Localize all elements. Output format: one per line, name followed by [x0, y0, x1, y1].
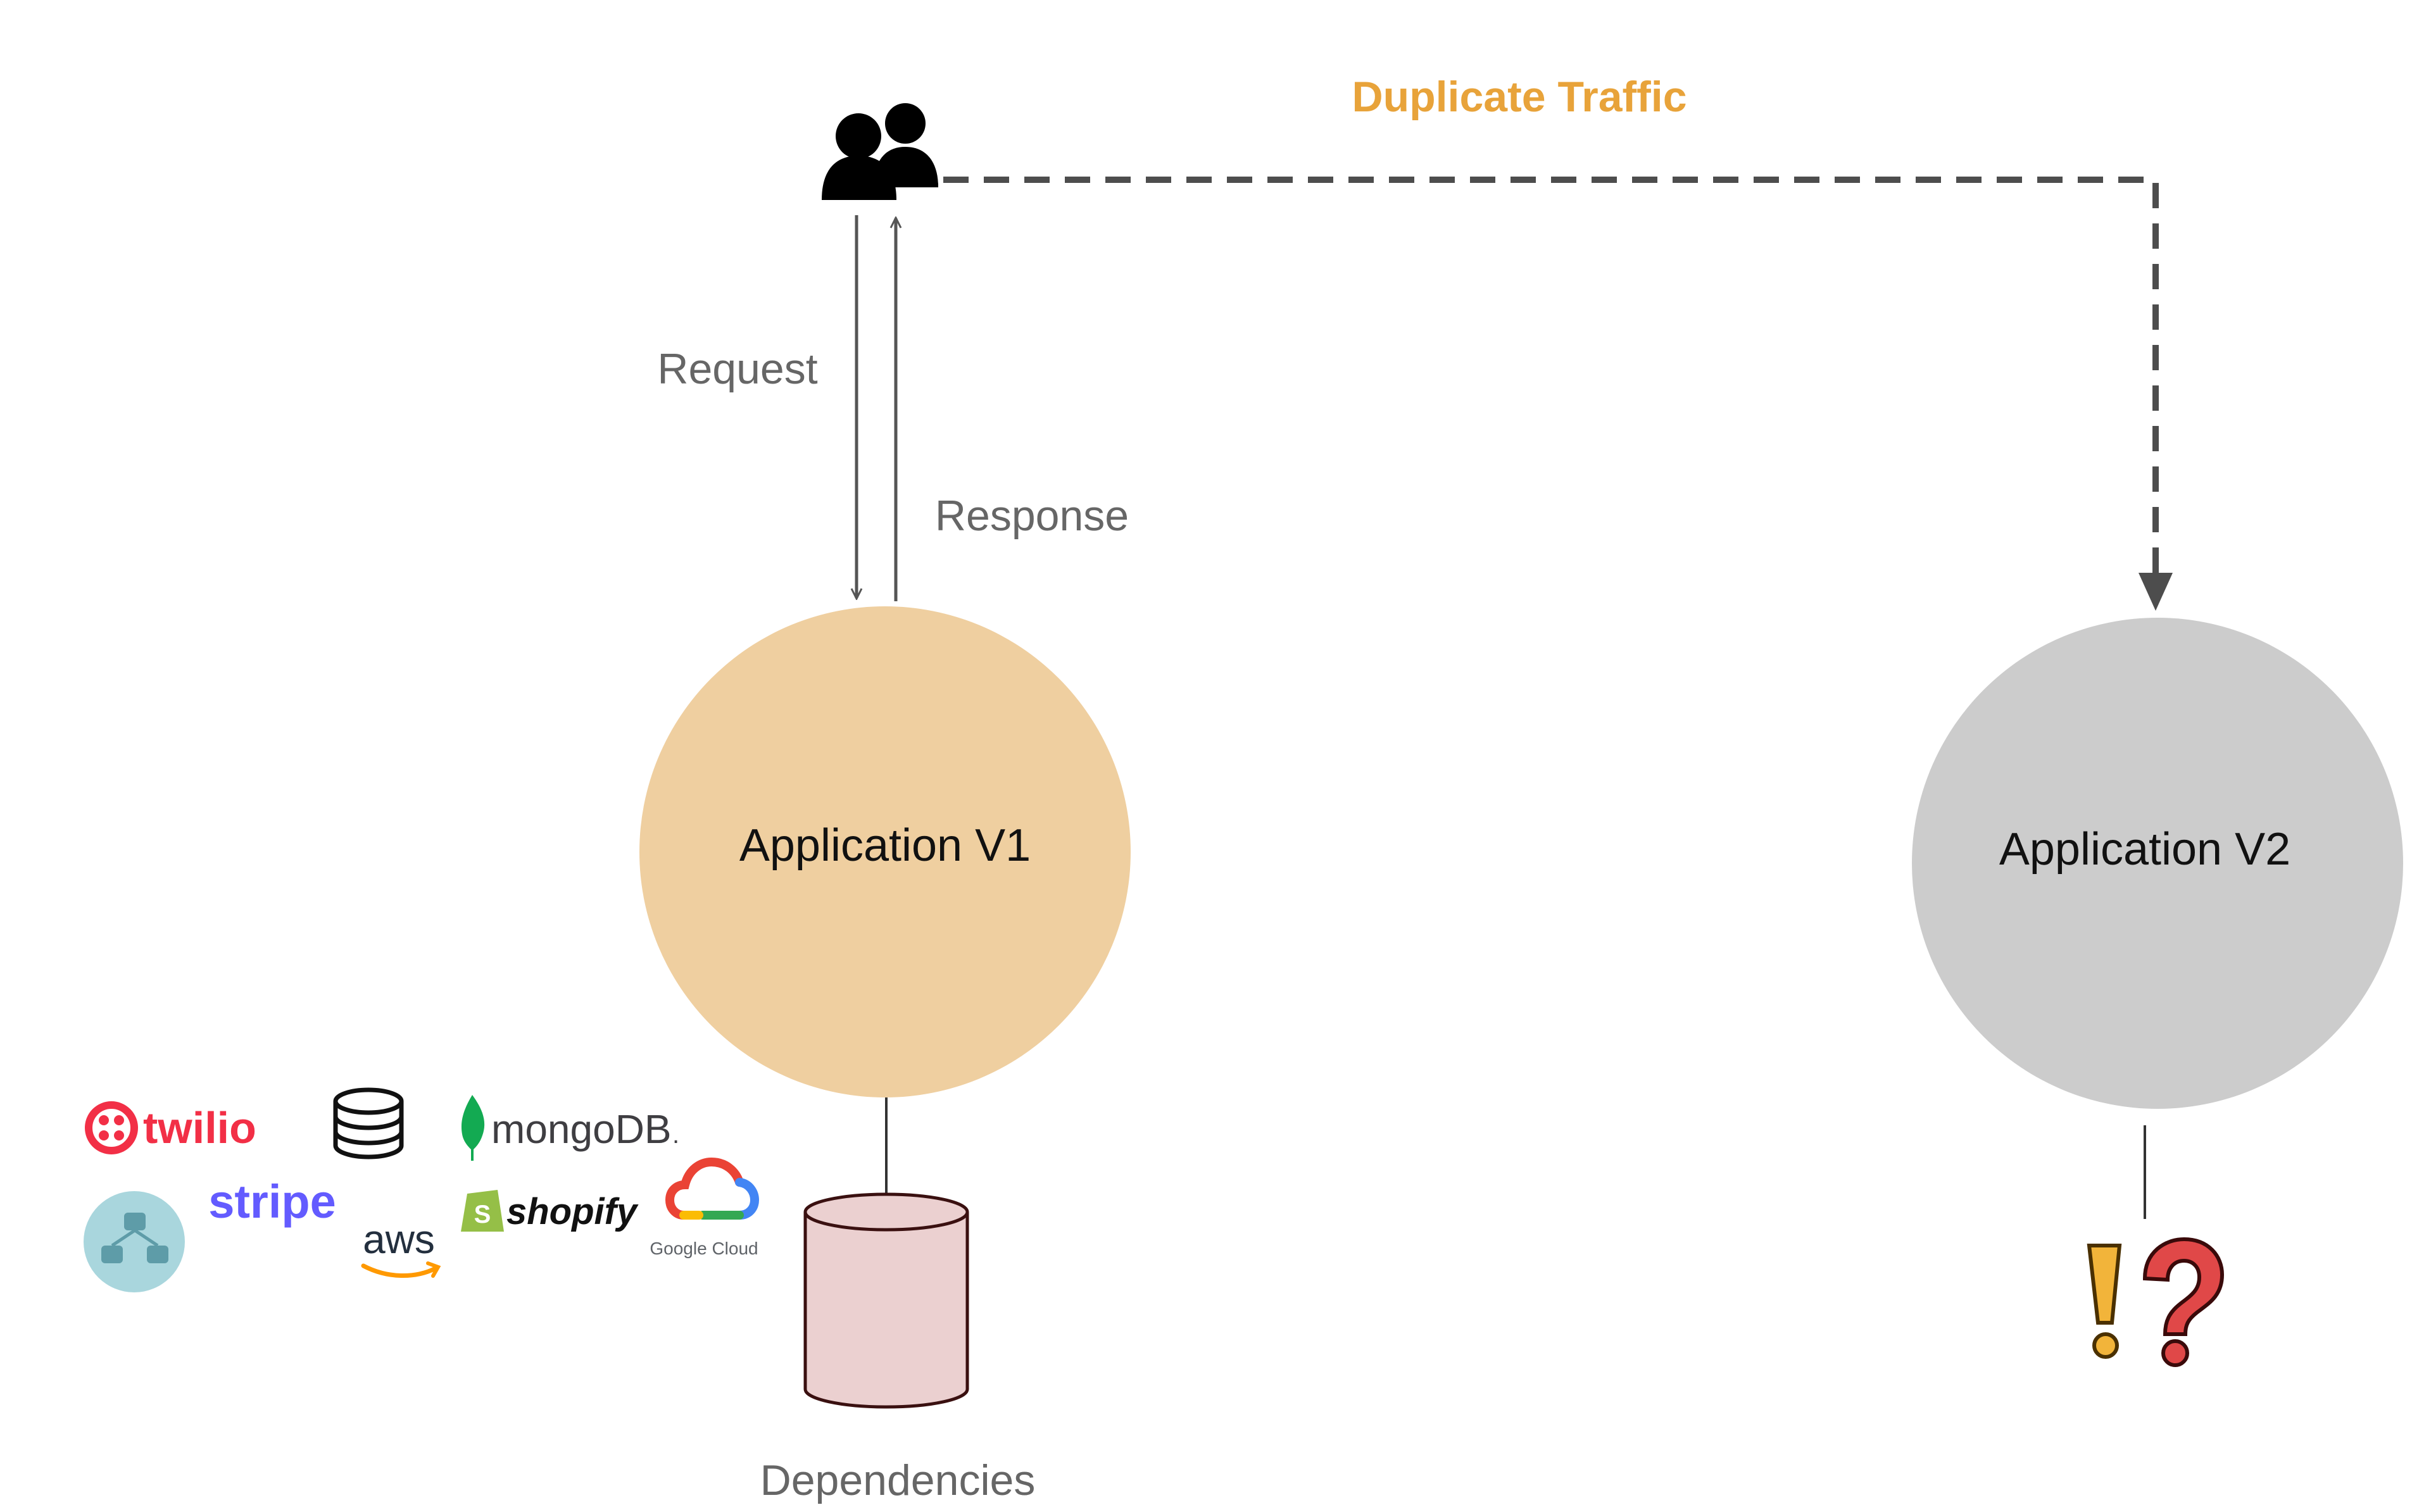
- dependency-cylinder-icon: [803, 1192, 969, 1409]
- request-label: Request: [657, 345, 817, 393]
- stripe-logo: stripe: [208, 1175, 336, 1228]
- mongodb-logo: mongoDB .: [461, 1095, 679, 1161]
- aws-logo-text: aws: [363, 1216, 435, 1262]
- shopify-logo-text: shopify: [506, 1191, 639, 1232]
- svg-text:S: S: [474, 1201, 491, 1228]
- twilio-logo-text: twilio: [143, 1103, 256, 1153]
- duplicate-traffic-line: [943, 177, 2159, 579]
- mongodb-logo-mark: .: [672, 1121, 679, 1149]
- aws-logo: aws: [361, 1216, 441, 1278]
- shopify-logo: S shopify: [461, 1190, 639, 1232]
- diagram-title: Duplicate Traffic: [1352, 73, 1687, 121]
- users-icon: [822, 103, 938, 200]
- exclamation-question-icon: [2087, 1237, 2225, 1367]
- dependencies-label: Dependencies: [760, 1456, 1036, 1504]
- mongodb-logo-text: mongoDB: [491, 1106, 672, 1152]
- application-v2-label: Application V2: [1999, 824, 2290, 875]
- twilio-logo: twilio: [85, 1101, 256, 1154]
- application-v1-node: [639, 606, 1131, 1097]
- google-cloud-logo-text: Google Cloud: [650, 1239, 758, 1258]
- google-cloud-logo: Google Cloud: [650, 1157, 760, 1258]
- database-icon: [333, 1087, 404, 1159]
- application-v2-node: [1912, 618, 2403, 1109]
- database-network-icon: [84, 1191, 185, 1292]
- application-v1-label: Application V1: [739, 820, 1031, 871]
- response-label: Response: [935, 492, 1129, 540]
- duplicate-traffic-arrowhead: [2139, 573, 2173, 611]
